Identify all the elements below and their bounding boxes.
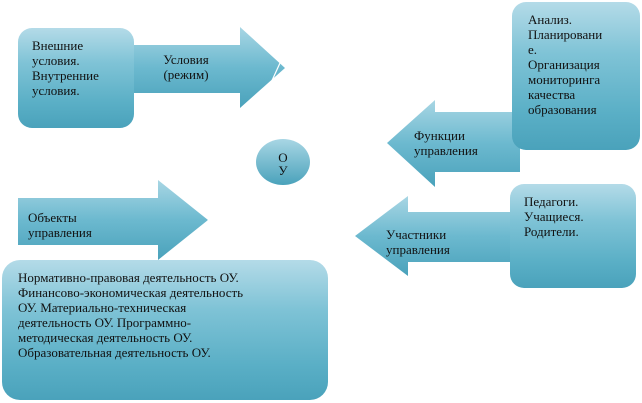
arrow-objects-label: Объекты управления bbox=[28, 210, 92, 240]
conditions-text: Внешние условия. Внутренние условия. bbox=[32, 38, 99, 98]
functions-box: Анализ. Планировани е. Организация монит… bbox=[512, 2, 640, 150]
conditions-box: Внешние условия. Внутренние условия. bbox=[18, 28, 134, 128]
arrow-functions-label: Функции управления bbox=[414, 128, 478, 158]
arrow-participants-label: Участники управления bbox=[386, 227, 450, 257]
pyramid bbox=[197, 51, 391, 244]
objects-text: Нормативно-правовая деятельность ОУ. Фин… bbox=[18, 270, 244, 360]
functions-text: Анализ. Планировани е. Организация монит… bbox=[528, 12, 603, 117]
arrow-functions bbox=[387, 100, 520, 187]
objects-box: Нормативно-правовая деятельность ОУ. Фин… bbox=[2, 260, 328, 400]
arrow-conditions-label: Условия (режим) bbox=[163, 52, 209, 82]
center-oval bbox=[256, 139, 310, 185]
center-label-line: У bbox=[278, 163, 288, 178]
participants-text: Педагоги. Учащиеся. Родители. bbox=[524, 194, 584, 239]
center-label-line: О bbox=[278, 150, 287, 165]
arrow-conditions bbox=[128, 27, 285, 108]
arrow-participants bbox=[355, 196, 512, 276]
participants-box: Педагоги. Учащиеся. Родители. bbox=[510, 184, 636, 288]
arrow-objects bbox=[18, 180, 208, 260]
